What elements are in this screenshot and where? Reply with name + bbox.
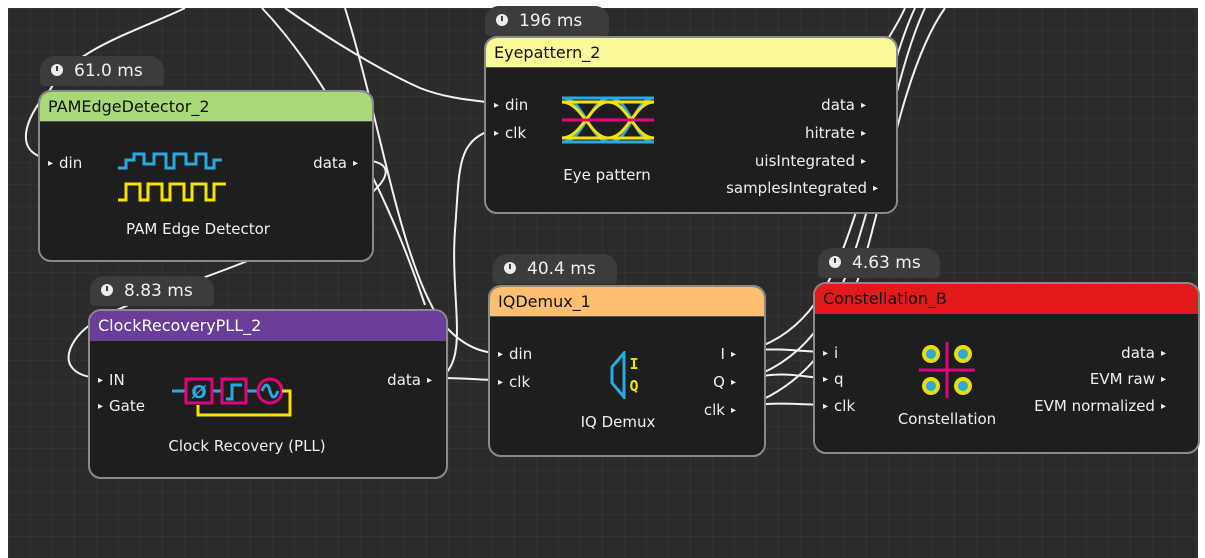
port-output-hitrate[interactable]: hitrate xyxy=(805,124,866,143)
clock-icon xyxy=(829,256,841,268)
port-input-gate[interactable]: Gate xyxy=(98,397,145,416)
timing-label: 4.63 ms xyxy=(852,253,921,273)
node-clock-recovery-pll[interactable]: ClockRecoveryPLL_2 IN Gate data Ø Clock … xyxy=(88,309,448,479)
node-iq-demux[interactable]: IQDemux_1 din clk I Q clk I Q IQ Demux xyxy=(488,285,766,457)
timing-label: 61.0 ms xyxy=(74,61,143,81)
clock-icon xyxy=(101,284,113,296)
timing-badge-const: 4.63 ms xyxy=(818,248,940,278)
timing-label: 196 ms xyxy=(519,11,583,31)
constellation-icon xyxy=(919,342,975,398)
port-output-uis-integrated[interactable]: uisIntegrated xyxy=(755,152,866,171)
node-title: IQDemux_1 xyxy=(490,287,764,317)
port-output-data[interactable]: data xyxy=(387,371,432,390)
port-output-samples-integrated[interactable]: samplesIntegrated xyxy=(726,179,878,198)
port-output-i[interactable]: I xyxy=(721,345,736,364)
wire-clock-data-to-iq-clk xyxy=(439,377,496,381)
clock-icon xyxy=(504,262,516,274)
node-title: Eyepattern_2 xyxy=(486,38,896,68)
node-caption: Constellation xyxy=(897,410,997,428)
port-input-in[interactable]: IN xyxy=(98,371,125,390)
wire-top-to-iq-din xyxy=(344,7,496,354)
timing-badge-clock: 8.83 ms xyxy=(90,276,214,306)
port-output-clk[interactable]: clk xyxy=(704,401,736,420)
timing-badge-eye: 196 ms xyxy=(485,6,609,36)
port-input-clk[interactable]: clk xyxy=(498,373,530,392)
node-eyepattern[interactable]: Eyepattern_2 din clk data hitrate uisInt… xyxy=(484,36,898,214)
port-input-clk[interactable]: clk xyxy=(494,124,526,143)
node-constellation[interactable]: Constellation_B i q clk data EVM raw EVM… xyxy=(813,282,1200,454)
node-caption: Eye pattern xyxy=(563,166,651,184)
wire-top-to-pam-din xyxy=(24,7,186,159)
node-title: Constellation_B xyxy=(815,284,1198,314)
port-input-i[interactable]: i xyxy=(823,344,838,363)
node-pam-edge-detector[interactable]: PAMEdgeDetector_2 din data PAM Edge Dete… xyxy=(38,90,374,262)
timing-label: 8.83 ms xyxy=(124,281,193,301)
node-title: ClockRecoveryPLL_2 xyxy=(90,311,446,341)
port-output-q[interactable]: Q xyxy=(713,373,736,392)
clock-icon xyxy=(51,64,63,76)
port-input-din[interactable]: din xyxy=(494,96,528,115)
eye-diagram-icon xyxy=(561,96,655,144)
port-output-data[interactable]: data xyxy=(821,96,866,115)
phase-detector-symbol: Ø xyxy=(191,382,206,403)
timing-label: 40.4 ms xyxy=(527,259,596,279)
node-title: PAMEdgeDetector_2 xyxy=(40,92,372,122)
pll-loop-icon: Ø xyxy=(172,377,292,417)
port-input-din[interactable]: din xyxy=(48,154,82,173)
wire-top-to-eye-din xyxy=(284,7,496,104)
iq-demux-icon: I Q xyxy=(610,351,639,399)
port-output-data[interactable]: data xyxy=(313,154,358,173)
node-caption: Clock Recovery (PLL) xyxy=(168,437,326,455)
clock-icon xyxy=(496,14,508,26)
port-output-evm-normalized[interactable]: EVM normalized xyxy=(1034,397,1166,416)
node-caption: PAM Edge Detector xyxy=(126,220,270,238)
demux-q-label: Q xyxy=(629,377,638,395)
port-input-din[interactable]: din xyxy=(498,345,532,364)
port-input-clk[interactable]: clk xyxy=(823,397,855,416)
timing-badge-iq: 40.4 ms xyxy=(493,254,617,284)
wire-clock-data-to-eye-clk xyxy=(439,128,496,379)
pam-waveform-icon xyxy=(118,152,226,202)
port-output-evm-raw[interactable]: EVM raw xyxy=(1090,370,1166,389)
timing-badge-pam: 61.0 ms xyxy=(40,56,164,86)
port-input-q[interactable]: q xyxy=(823,370,844,389)
demux-i-label: I xyxy=(629,355,638,373)
port-output-data[interactable]: data xyxy=(1121,344,1166,363)
node-caption: IQ Demux xyxy=(580,413,656,431)
